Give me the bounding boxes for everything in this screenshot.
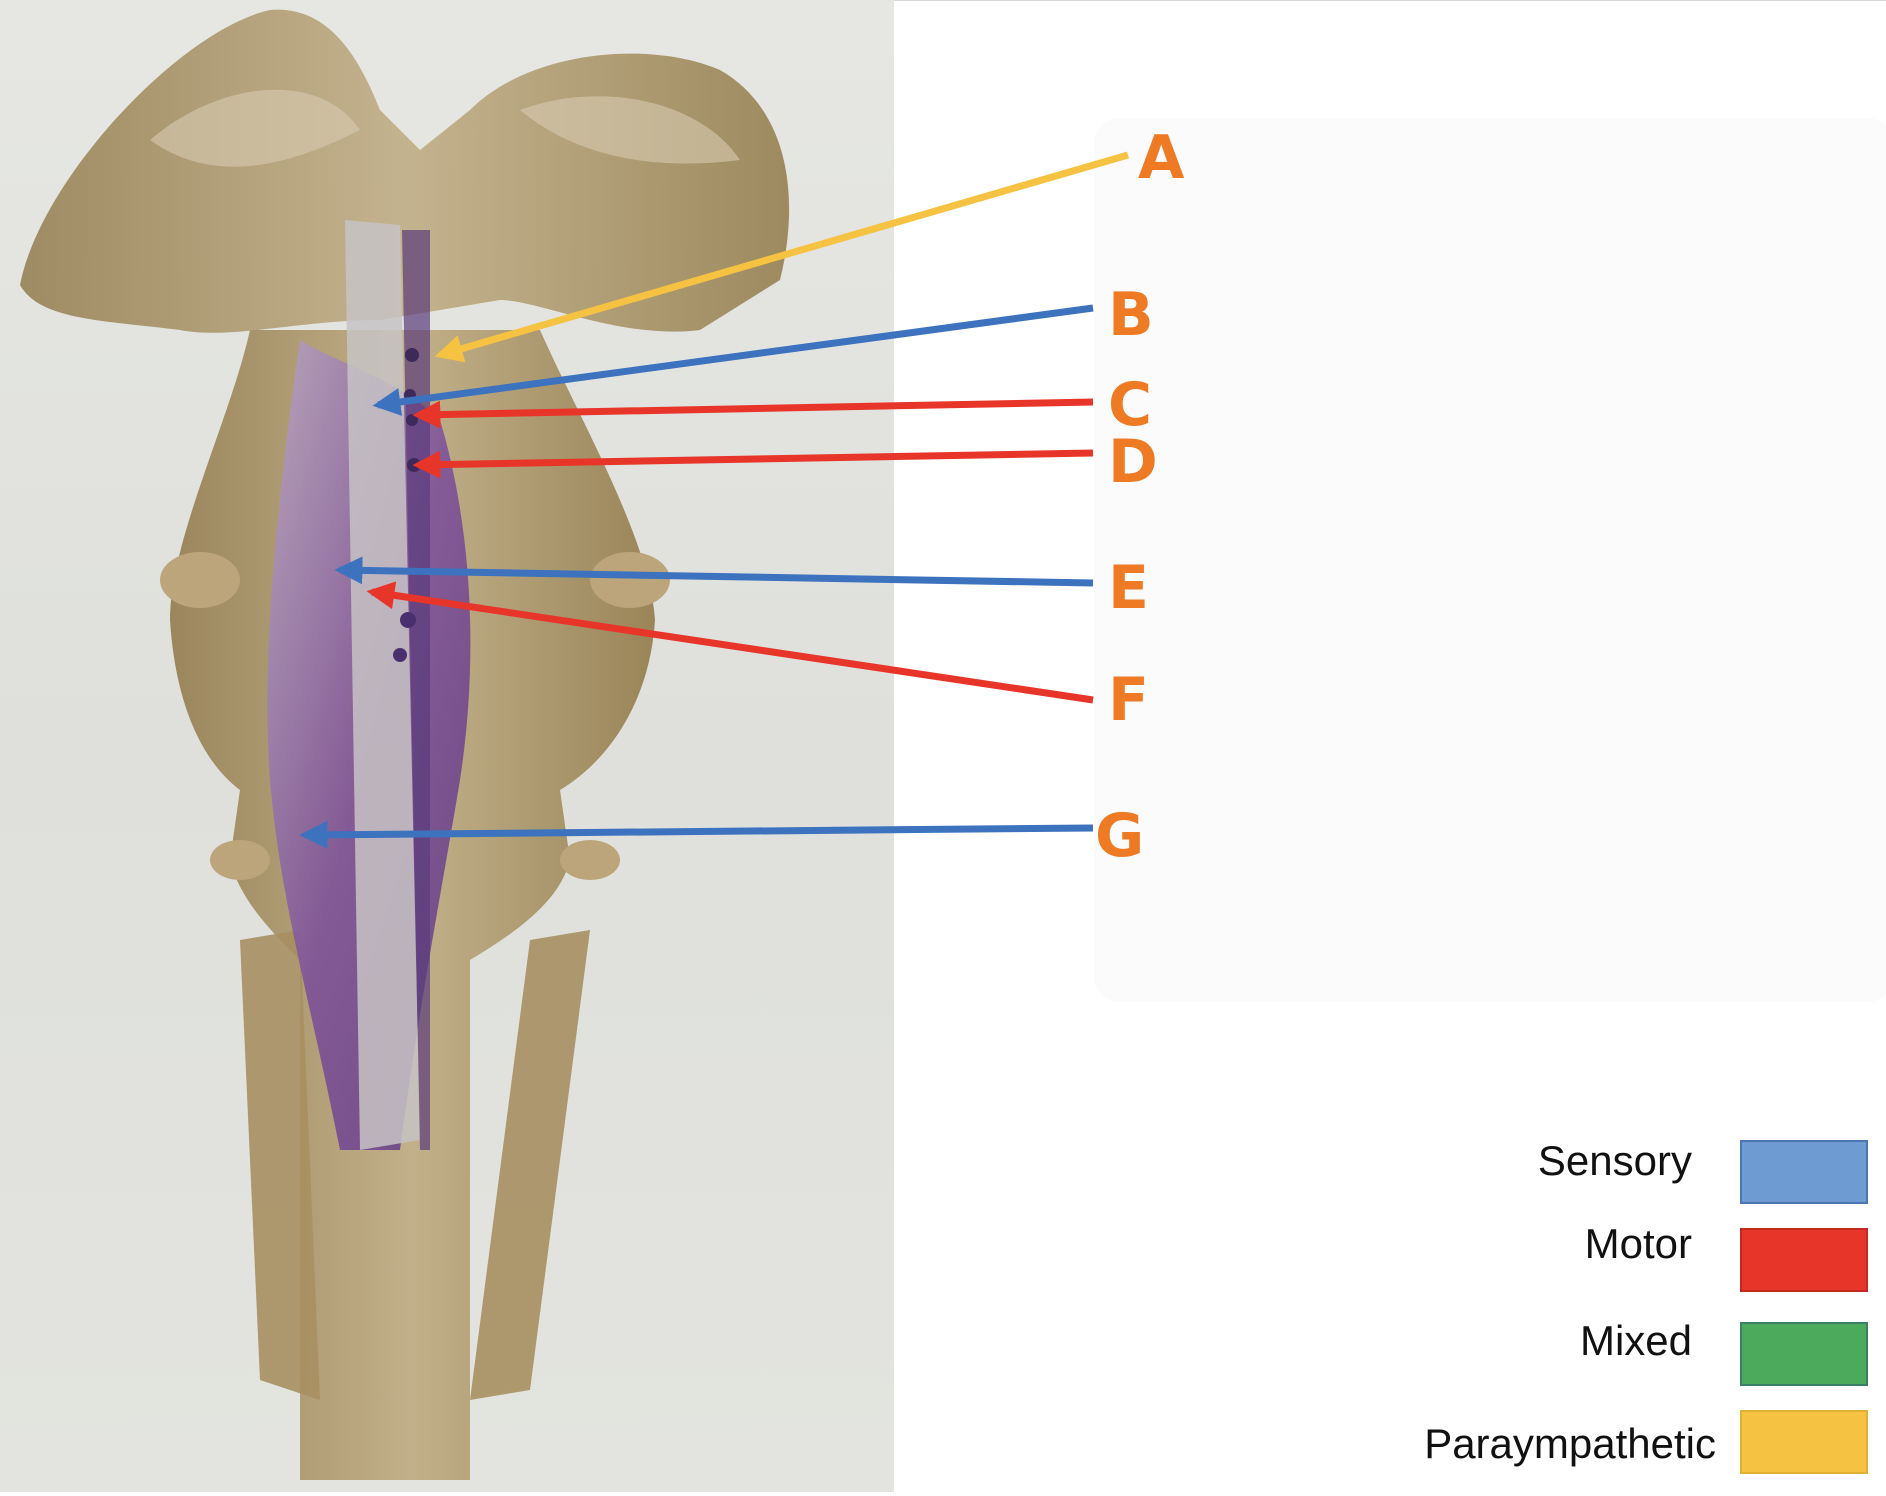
arrow-e — [334, 556, 1094, 587]
arrow-c — [412, 398, 1094, 429]
label-b: B — [1108, 280, 1154, 350]
label-g: G — [1095, 801, 1145, 871]
legend-label-motor: Motor — [1584, 1220, 1692, 1267]
legend-swatch-motor — [1740, 1228, 1868, 1292]
legend-label-mixed: Mixed — [1579, 1317, 1692, 1364]
arrow-g — [299, 820, 1094, 849]
legend-swatch-paraympathetic — [1740, 1410, 1868, 1474]
brainstem-photo-panel — [0, 0, 894, 1492]
label-c: C — [1108, 370, 1153, 440]
label-f: F — [1108, 665, 1149, 735]
label-d: D — [1108, 427, 1158, 497]
label-e: E — [1108, 553, 1149, 623]
arrow-f — [366, 581, 1094, 704]
legend-swatch-mixed — [1740, 1322, 1868, 1386]
arrow-d — [412, 449, 1094, 479]
legend-label-sensory: Sensory — [1537, 1137, 1692, 1184]
legend-swatch-sensory — [1740, 1140, 1868, 1204]
legend-label-paraympathetic: Paraympathetic — [1424, 1420, 1716, 1467]
label-a: A — [1138, 123, 1185, 193]
arrow-b — [372, 304, 1094, 416]
answer-placeholder-box — [1094, 118, 1886, 1002]
arrow-a — [434, 151, 1129, 363]
top-border-line — [894, 0, 1886, 1]
